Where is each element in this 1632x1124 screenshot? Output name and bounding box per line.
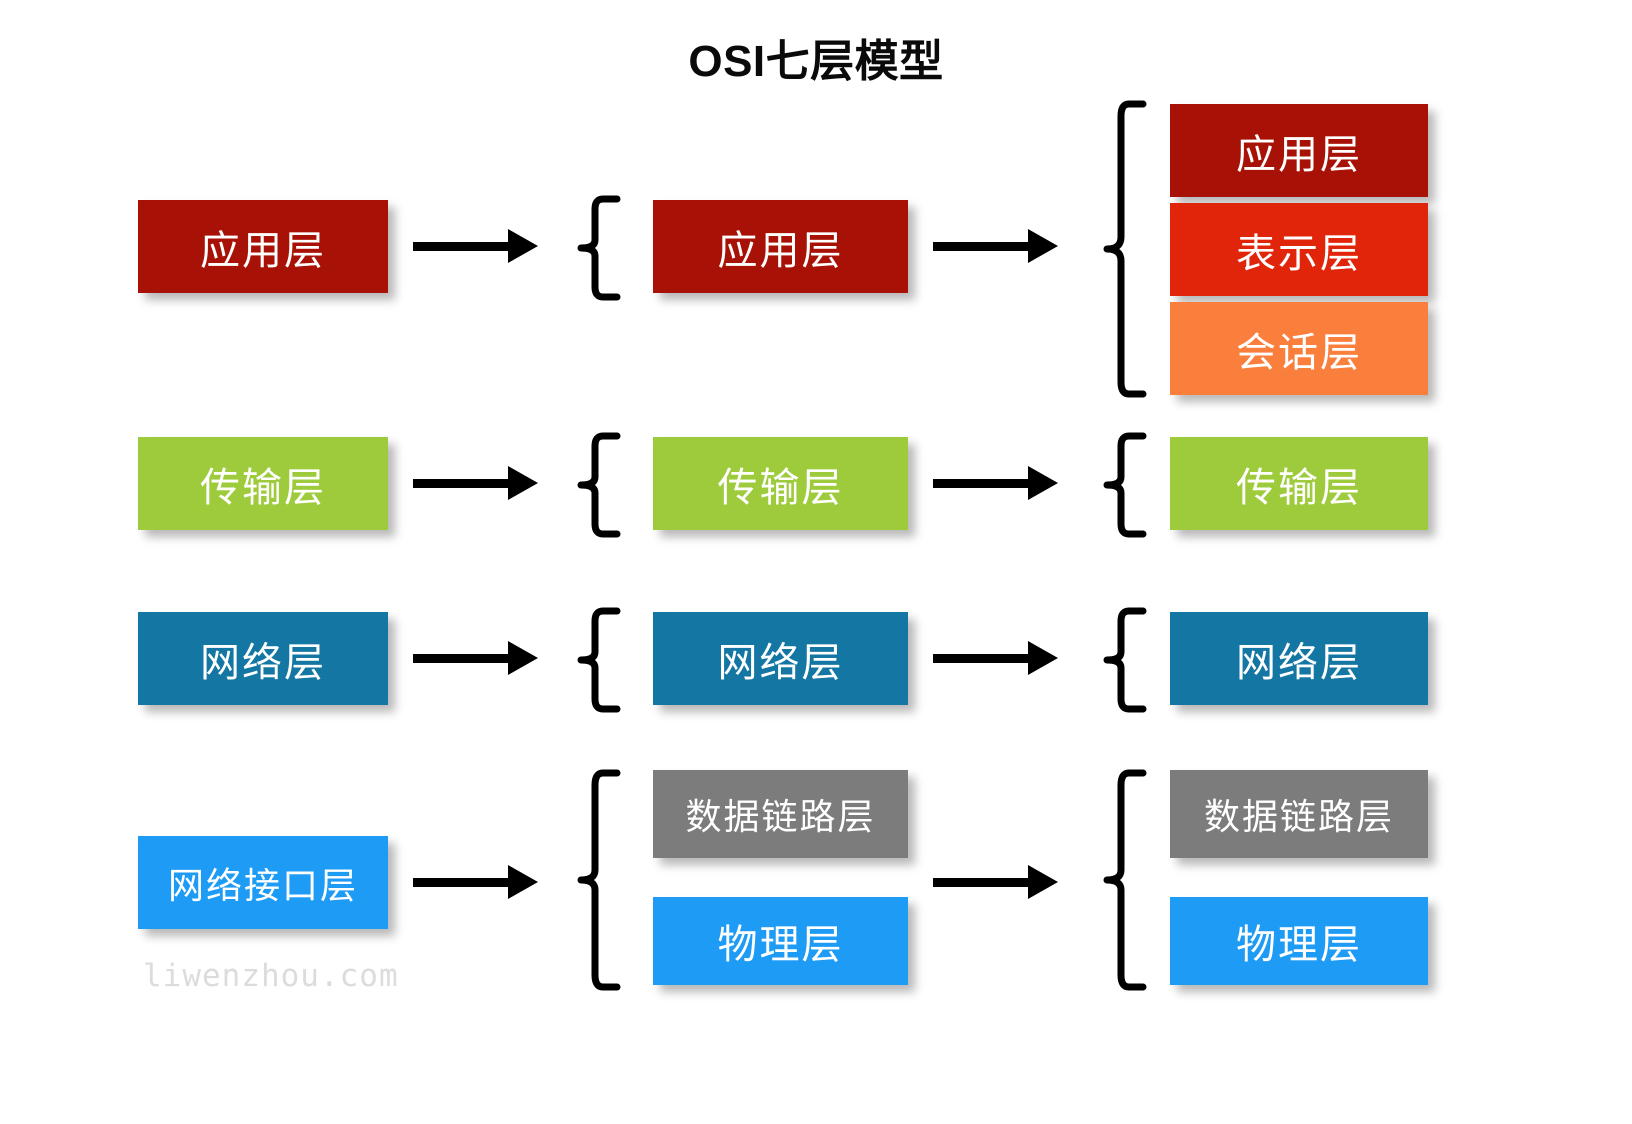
- arrow-c1-to-c2-interface: [413, 865, 538, 899]
- arrow-head: [1028, 865, 1058, 899]
- brace-c2-transport: [577, 432, 621, 538]
- brace-c3-transport: [1103, 432, 1147, 538]
- box-c3-session: 会话层: [1170, 302, 1428, 395]
- box-c3-application: 应用层: [1170, 104, 1428, 197]
- arrow-c1-to-c2-transport: [413, 466, 538, 500]
- arrow-head: [1028, 229, 1058, 263]
- box-c2-physical: 物理层: [653, 897, 908, 985]
- box-c2-datalink: 数据链路层: [653, 770, 908, 858]
- arrow-shaft: [413, 877, 509, 887]
- brace-c2-interface-group: [577, 769, 621, 991]
- box-c2-network: 网络层: [653, 612, 908, 705]
- box-c1-network: 网络层: [138, 612, 388, 705]
- brace-c3-network: [1103, 607, 1147, 713]
- box-c2-application: 应用层: [653, 200, 908, 293]
- page-title: OSI七层模型: [688, 37, 944, 86]
- arrow-shaft: [413, 241, 509, 251]
- arrow-head: [508, 641, 538, 675]
- arrow-shaft: [933, 653, 1029, 663]
- box-c1-interface: 网络接口层: [138, 836, 388, 929]
- arrow-shaft: [413, 478, 509, 488]
- arrow-head: [1028, 641, 1058, 675]
- arrow-c1-to-c2-network: [413, 641, 538, 675]
- box-c1-transport: 传输层: [138, 437, 388, 530]
- box-c3-presentation: 表示层: [1170, 203, 1428, 296]
- arrow-c2-to-c3-transport: [933, 466, 1058, 500]
- arrow-c2-to-c3-network: [933, 641, 1058, 675]
- brace-c3-datalink-physical-group: [1103, 769, 1147, 991]
- arrow-head: [1028, 466, 1058, 500]
- box-c3-physical: 物理层: [1170, 897, 1428, 985]
- arrow-shaft: [933, 241, 1029, 251]
- brace-c2-application: [577, 195, 621, 301]
- arrow-shaft: [933, 877, 1029, 887]
- box-c2-transport: 传输层: [653, 437, 908, 530]
- box-c3-transport: 传输层: [1170, 437, 1428, 530]
- watermark: liwenzhou.com: [143, 958, 399, 994]
- brace-c2-network: [577, 607, 621, 713]
- box-c1-application: 应用层: [138, 200, 388, 293]
- brace-c3-application-group: [1103, 100, 1147, 398]
- arrow-shaft: [933, 478, 1029, 488]
- arrow-c2-to-c3-datalink-physical: [933, 865, 1058, 899]
- arrow-head: [508, 466, 538, 500]
- arrow-c1-to-c2-application: [413, 229, 538, 263]
- arrow-head: [508, 229, 538, 263]
- arrow-head: [508, 865, 538, 899]
- box-c3-network: 网络层: [1170, 612, 1428, 705]
- box-c3-datalink: 数据链路层: [1170, 770, 1428, 858]
- arrow-c2-to-c3-application: [933, 229, 1058, 263]
- arrow-shaft: [413, 653, 509, 663]
